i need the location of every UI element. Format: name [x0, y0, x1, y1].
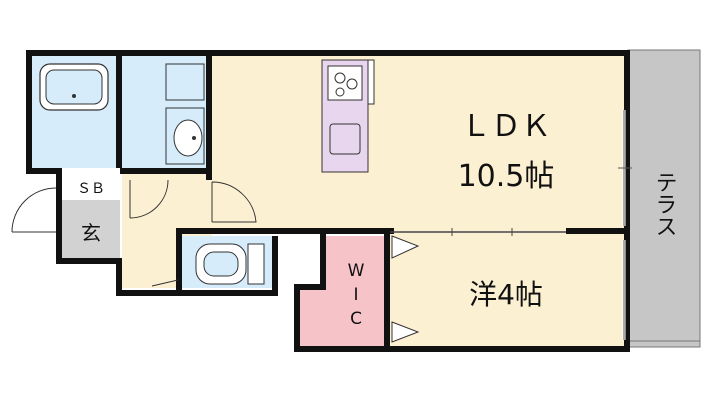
wic-floor [298, 236, 386, 346]
wic-label-i: I [353, 285, 358, 305]
toilet-icon [195, 243, 265, 285]
terrace-area [627, 49, 701, 348]
entrance-label: 玄 [81, 221, 101, 245]
terrace-label: テラス [652, 171, 677, 237]
ldk-label: ＬＤＫ [461, 109, 551, 144]
wic-label-c: C [350, 309, 362, 329]
kitchen-counter [321, 59, 369, 173]
ldk-floor [210, 56, 624, 230]
doors [11, 179, 420, 343]
entrance-floor [62, 200, 120, 260]
western-room-floor [388, 230, 624, 346]
wic-label-w: W [348, 261, 365, 281]
sink-icon [329, 123, 361, 155]
bathtub-icon [39, 63, 109, 111]
stove-icon [327, 65, 363, 101]
western-room-label: 洋4帖 [469, 278, 543, 311]
storage-label: ＳＢ [77, 181, 105, 197]
washbasin-icon [165, 63, 205, 165]
walls [26, 50, 630, 352]
ldk-size-label: 10.5帖 [458, 159, 555, 194]
storage-box [62, 176, 120, 198]
